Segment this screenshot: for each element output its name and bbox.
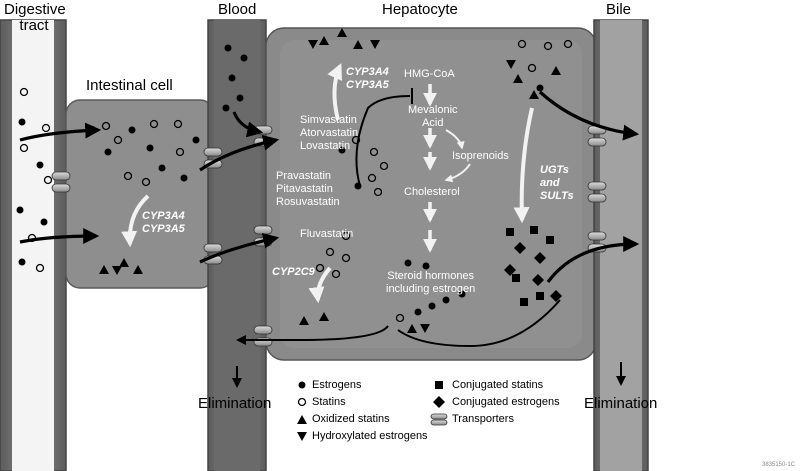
conjugated-statin-particles — [506, 226, 554, 306]
hydroxylated-estrogen-particles — [112, 40, 516, 333]
legend-estrogens: Estrogens — [312, 379, 362, 391]
legend-conjugated-statins: Conjugated statins — [452, 379, 544, 391]
legend-estrogen-symbol — [298, 381, 306, 389]
statin-particles — [19, 39, 573, 323]
legend-statins: Statins — [312, 396, 346, 408]
legend-transporter-symbol — [430, 413, 448, 426]
legend-hydroxylated-estrogens: Hydroxylated estrogens — [312, 430, 428, 442]
label-enzyme-ugts: UGTs and SULTs — [540, 164, 574, 202]
label-elimination-left: Elimination — [198, 395, 272, 412]
legend-conj-estrogen-symbol — [433, 396, 445, 408]
label-enzyme-intestinal: CYP3A4 CYP3A5 — [142, 210, 185, 235]
intestinal-cell — [65, 99, 215, 289]
label-steroid-hormones: Steroid hormones including estrogen — [386, 270, 476, 295]
label-statin-group3: Fluvastatin — [300, 228, 354, 240]
oxidized-statin-particles — [99, 28, 561, 333]
legend-transporters: Transporters — [452, 413, 514, 425]
conjugated-estrogen-particles — [504, 242, 562, 302]
legend-symbols — [290, 376, 578, 444]
label-hmg-coa: HMG-CoA — [404, 68, 455, 80]
label-bile: Bile — [606, 1, 632, 18]
label-cholesterol: Cholesterol — [404, 186, 460, 198]
legend-oxidized-symbol — [297, 415, 307, 424]
label-hepatocyte: Hepatocyte — [382, 1, 458, 18]
estrogen-particles — [16, 44, 544, 316]
pathway-arrows — [121, 63, 534, 304]
legend-statin-symbol — [297, 397, 307, 407]
digestive-tract-vessel — [0, 19, 67, 471]
flow-arrows — [19, 90, 640, 283]
label-elimination-right: Elimination — [584, 395, 658, 412]
legend-conj-statin-symbol — [435, 381, 443, 389]
figure-code: 3835150-1C — [762, 462, 796, 468]
label-digestive-tract: Digestive tract — [4, 1, 66, 34]
label-statin-group2: Pravastatin Pitavastatin Rosuvastatin — [276, 170, 340, 208]
label-enzyme-cyp2c9: CYP2C9 — [272, 266, 315, 278]
label-statin-group1: Simvastatin Atorvastatin Lovastatin — [300, 114, 359, 152]
label-blood: Blood — [218, 1, 257, 18]
legend-oxidized-statins: Oxidized statins — [312, 413, 390, 425]
label-enzyme-hepatic: CYP3A4 CYP3A5 — [346, 66, 389, 91]
legend-conjugated-estrogens: Conjugated estrogens — [452, 396, 560, 408]
label-isoprenoids: Isoprenoids — [452, 150, 509, 162]
elimination-arrows — [232, 362, 626, 388]
efflux-arrow — [236, 88, 561, 348]
label-intestinal-cell: Intestinal cell — [86, 77, 173, 94]
label-mevalonic-acid: Mevalonic Acid — [408, 104, 458, 129]
legend-hydroxylated-symbol — [297, 432, 307, 441]
